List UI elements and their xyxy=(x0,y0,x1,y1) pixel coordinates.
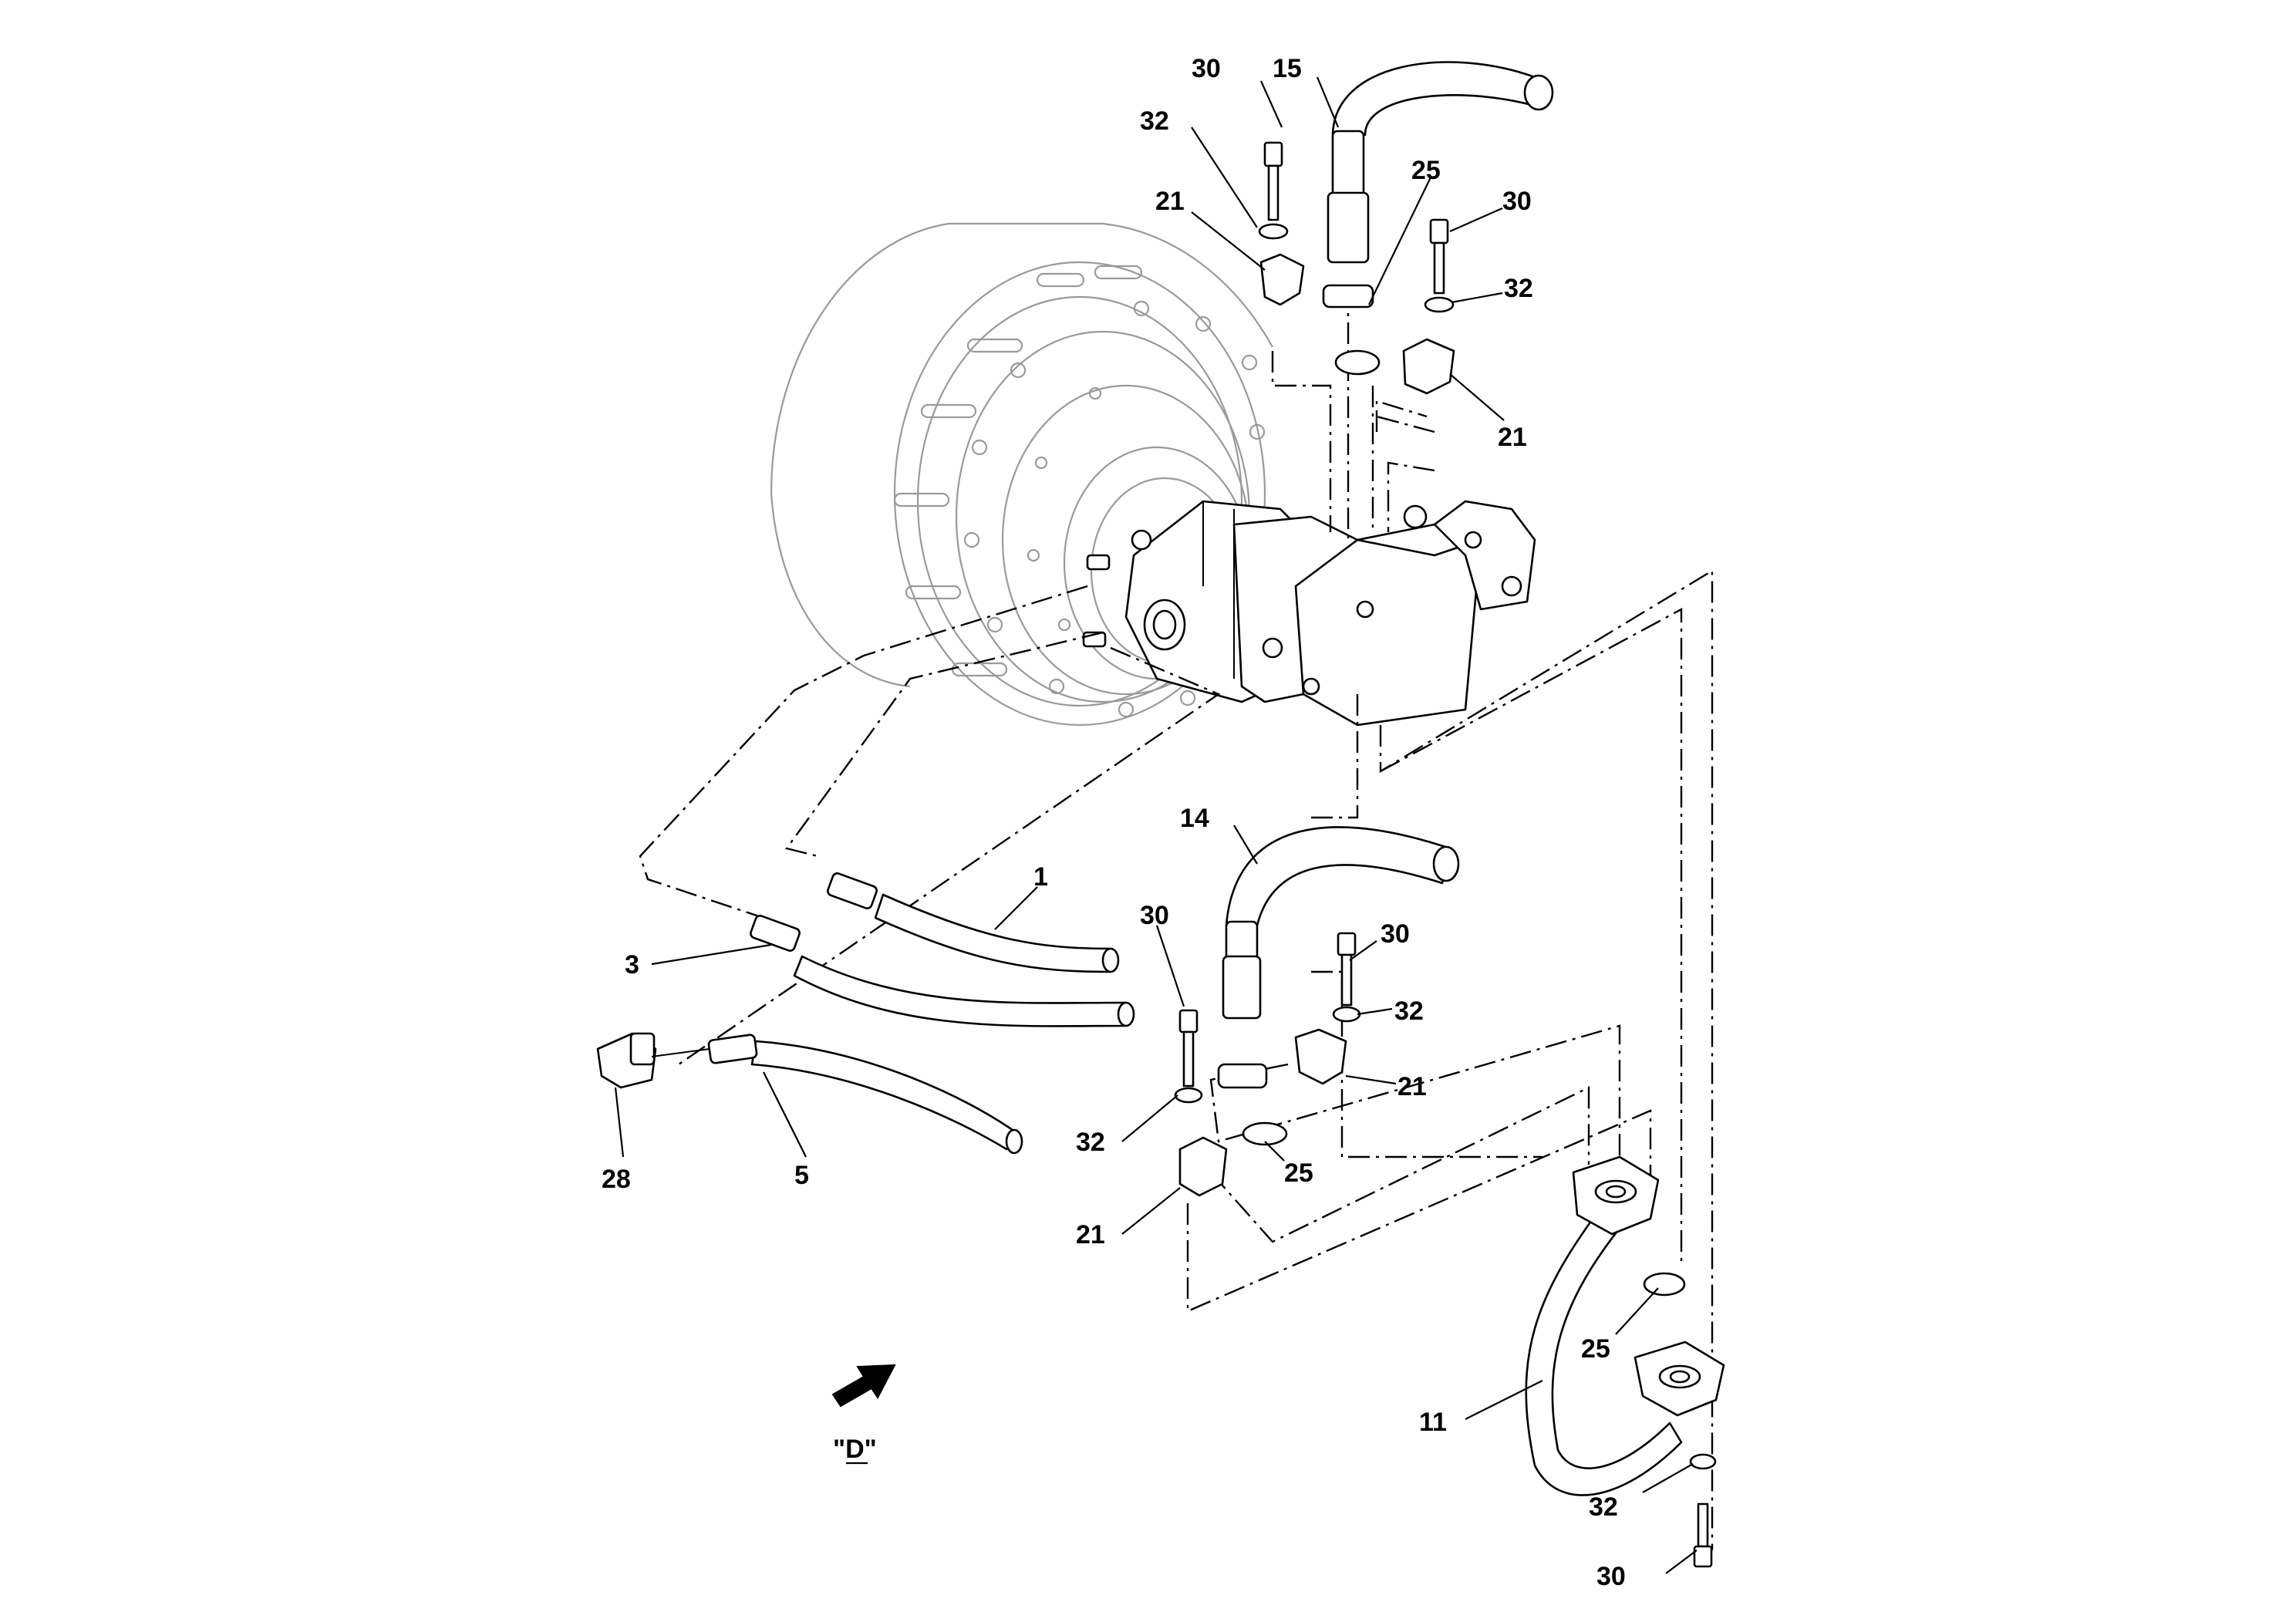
fasteners-top-left xyxy=(1258,141,1305,306)
view-label-d: "D" xyxy=(833,1435,877,1464)
callouts: 30 15 32 25 30 21 32 21 14 1 30 30 3 32 … xyxy=(602,54,1626,1591)
fasteners-bottom xyxy=(1689,1453,1717,1568)
callout-32-top-right: 32 xyxy=(1504,274,1533,303)
fitting-28 xyxy=(596,1032,710,1089)
hose-14 xyxy=(1217,826,1460,1089)
callout-21-top-left: 21 xyxy=(1155,187,1185,216)
callout-30-top-left: 30 xyxy=(1192,54,1221,83)
callout-28: 28 xyxy=(602,1165,631,1194)
fasteners-top-right xyxy=(1402,218,1455,395)
callout-32-top-left: 32 xyxy=(1140,106,1169,136)
callout-32-mid-left: 32 xyxy=(1076,1128,1105,1157)
hose-3 xyxy=(750,915,1135,1027)
callout-30-bottom: 30 xyxy=(1596,1562,1626,1591)
view-d-arrow-icon xyxy=(831,1364,896,1408)
callout-15: 15 xyxy=(1273,54,1302,83)
flange-holes xyxy=(963,300,1266,718)
hose-5 xyxy=(707,1034,1023,1155)
callout-30-mid-left: 30 xyxy=(1140,901,1169,930)
leader-lines xyxy=(614,76,1698,1574)
assembly-lines xyxy=(639,285,1714,1550)
hub-bolts xyxy=(893,265,1143,677)
callout-32-bottom: 32 xyxy=(1589,1492,1618,1522)
hose-15 xyxy=(1322,61,1554,309)
hose-1 xyxy=(827,872,1120,973)
callout-25-top: 25 xyxy=(1411,156,1441,185)
callout-30-mid-right: 30 xyxy=(1381,919,1410,949)
callout-3: 3 xyxy=(625,950,639,980)
callout-21-mid-right: 21 xyxy=(1397,1072,1427,1101)
callout-21-top-right: 21 xyxy=(1498,423,1527,452)
callout-1: 1 xyxy=(1033,862,1048,892)
callout-21-mid-left: 21 xyxy=(1076,1220,1105,1249)
hydraulic-motor-body xyxy=(1082,500,1536,727)
tube-11 xyxy=(1525,1155,1725,1496)
callout-30-top-right: 30 xyxy=(1502,187,1532,216)
fasteners-mid xyxy=(1174,932,1361,1197)
callout-14: 14 xyxy=(1180,804,1209,833)
callout-11: 11 xyxy=(1419,1408,1447,1437)
o-ring-lower xyxy=(1643,1272,1686,1297)
callout-25-lower: 25 xyxy=(1581,1334,1610,1364)
callout-32-mid-right: 32 xyxy=(1394,996,1424,1026)
o-ring-top xyxy=(1334,349,1381,376)
callout-25-mid: 25 xyxy=(1284,1158,1313,1188)
callout-5: 5 xyxy=(794,1161,809,1190)
